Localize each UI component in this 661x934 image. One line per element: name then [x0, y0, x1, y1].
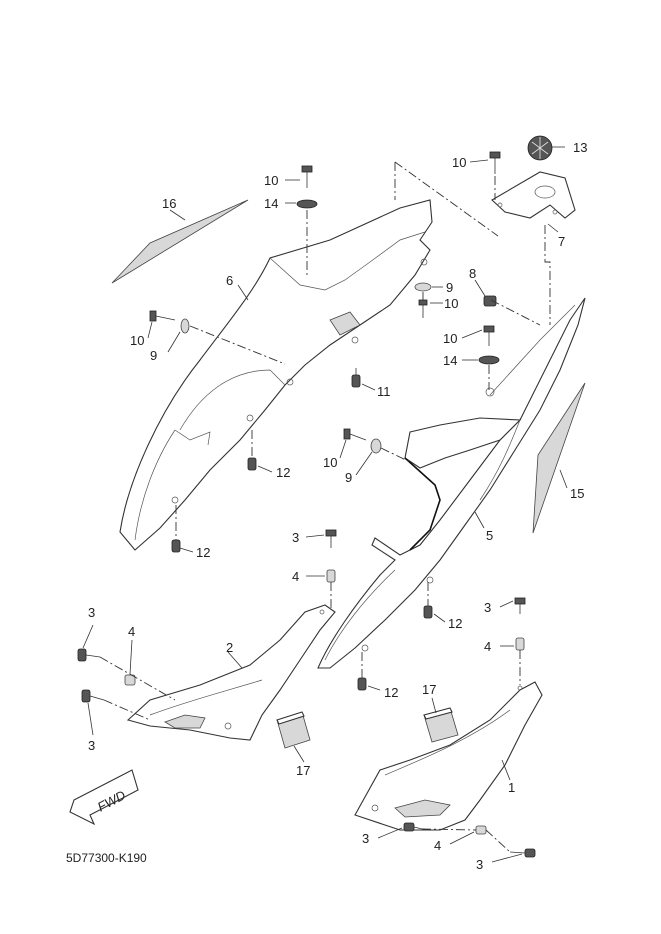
emblem-13 [527, 135, 553, 161]
assembly-lines [99, 161, 551, 853]
bolt-10-upper-right [418, 299, 428, 318]
screw-3-bottom-left [403, 822, 423, 832]
callout-9-left: 9 [150, 348, 157, 363]
callout-2: 2 [226, 640, 233, 655]
callout-6: 6 [226, 273, 233, 288]
grommet-12-d [357, 677, 367, 691]
decal-15 [532, 382, 586, 534]
callout-9-upper: 9 [446, 280, 453, 295]
callout-4-centre: 4 [292, 569, 299, 584]
lower-cover-right-1 [354, 681, 543, 831]
callout-8: 8 [469, 266, 476, 281]
callout-3-left-upper: 3 [88, 605, 95, 620]
callout-10-top-right: 10 [452, 155, 466, 170]
callout-17-left: 17 [296, 763, 310, 778]
callout-16: 16 [162, 196, 176, 211]
bolt-10-top-right [489, 151, 501, 174]
callout-10-left: 10 [130, 333, 144, 348]
fasteners [77, 151, 536, 858]
callout-4-left: 4 [128, 624, 135, 639]
collar-4-bottom [475, 825, 487, 835]
callout-15: 15 [570, 486, 584, 501]
callout-5: 5 [486, 528, 493, 543]
callout-10-right-middle: 10 [443, 331, 457, 346]
callout-12-b: 12 [196, 545, 210, 560]
pad-17-right [423, 707, 459, 743]
grommet-12-a [247, 457, 257, 471]
callout-12-a: 12 [276, 465, 290, 480]
callout-1: 1 [508, 780, 515, 795]
bolt-10-right-middle [478, 325, 500, 365]
callout-10-top-centre: 10 [264, 173, 278, 188]
callout-7: 7 [558, 234, 565, 249]
callout-9-middle: 9 [345, 470, 352, 485]
fwd-arrow: FWD [69, 769, 139, 826]
decal-16 [111, 199, 249, 284]
screw-3-left-lower [81, 689, 105, 703]
grommet-12-c [423, 605, 433, 619]
washer-9-upper [414, 282, 432, 292]
callout-3-right-upper: 3 [484, 600, 491, 615]
callout-leaders [82, 146, 568, 863]
callout-labels: 16 6 13 10 10 14 7 8 9 10 10 9 10 14 11 … [88, 140, 587, 872]
side-cover-right-5 [317, 297, 586, 669]
callout-3-bottom-left: 3 [362, 831, 369, 846]
screw-3-left-upper [77, 648, 136, 686]
screw-3-bottom-right [509, 848, 536, 858]
callout-10-middle: 10 [323, 455, 337, 470]
screw-3-right-upper [514, 597, 526, 651]
callout-12-d: 12 [384, 685, 398, 700]
bolt-10-left [149, 310, 190, 334]
bracket-7 [491, 171, 576, 219]
callout-14-top: 14 [264, 196, 278, 211]
callout-10-upper-right: 10 [444, 296, 458, 311]
side-cover-left-6 [119, 199, 433, 551]
callout-4-bottom: 4 [434, 838, 441, 853]
callout-14-middle: 14 [443, 353, 457, 368]
callout-4-right: 4 [484, 639, 491, 654]
callout-3-left-lower: 3 [88, 738, 95, 753]
callout-3-bottom-right: 3 [476, 857, 483, 872]
callout-12-c: 12 [448, 616, 462, 631]
grommet-12-b [171, 539, 181, 553]
diagram-code: 5D77300-K190 [66, 851, 147, 865]
lower-cover-left-2 [126, 604, 336, 741]
bolt-10-middle [343, 428, 382, 454]
callout-3-centre: 3 [292, 530, 299, 545]
callout-13: 13 [573, 140, 587, 155]
pad-17-left [276, 711, 311, 749]
callout-17-right: 17 [422, 682, 436, 697]
grommet-11 [351, 368, 361, 388]
nut-8 [483, 295, 497, 307]
callout-11: 11 [377, 384, 391, 399]
screw-3-centre [325, 529, 337, 583]
bolt-10-top-centre [296, 165, 318, 209]
